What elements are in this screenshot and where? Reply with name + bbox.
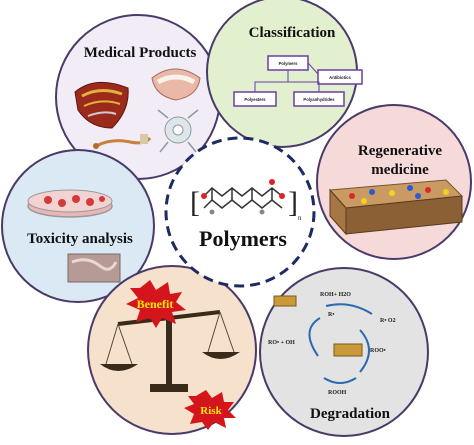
chem-roh: ROH+ H2O [320, 292, 351, 298]
svg-text:Polyesters: Polyesters [244, 97, 266, 102]
dentures-image [151, 68, 201, 101]
catheter-image [93, 134, 152, 149]
heart-vessel-image [74, 81, 129, 129]
svg-text:Antibiotics: Antibiotics [329, 75, 351, 80]
implant-image [157, 109, 199, 153]
polymers-center-bg [164, 136, 316, 288]
chem-ro2: R• O2 [380, 318, 396, 324]
petri-dish-image [27, 189, 113, 218]
chem-rooh: ROOH [328, 390, 347, 396]
risk-badge: Risk [184, 390, 236, 430]
medical-products-circle: Medical Products [55, 14, 221, 180]
risk-label: Risk [200, 405, 222, 417]
regenerative-label-line1: Regenerative [358, 143, 442, 159]
benefit-label: Benefit [137, 297, 174, 311]
scaffold-image [328, 179, 464, 236]
toxicity-circle: Toxicity analysis [1, 149, 155, 303]
svg-text:]: ] [288, 186, 298, 219]
tissue-image [67, 253, 121, 283]
classification-label: Classification [249, 25, 336, 41]
svg-text:Polyanhydrides: Polyanhydrides [303, 97, 335, 102]
benefit-badge: Benefit [126, 280, 186, 328]
polymer-structure-icon: [ ] [190, 179, 298, 219]
toxicity-label: Toxicity analysis [27, 231, 133, 247]
polymers-center: [ ] Polymers n [164, 136, 316, 288]
svg-text:[: [ [190, 186, 200, 219]
polymer-subscript: n [298, 214, 302, 222]
polymers-label: Polymers [199, 226, 287, 251]
chem-rdot: R• [328, 312, 334, 318]
medical-products-label: Medical Products [84, 45, 197, 61]
svg-text:Polymers: Polymers [279, 61, 299, 66]
regenerative-circle: Regenerative medicine [316, 104, 472, 260]
regenerative-label-line2: medicine [371, 162, 429, 178]
degradation-circle: ROH+ H2O R• R• O2 RO• + OH ROO• ROOH Deg… [259, 267, 429, 437]
chem-roo: ROO• [370, 348, 386, 354]
classification-tree: Polymers Antibiotics Polyesters Polyanhy… [233, 55, 363, 107]
degradation-label: Degradation [310, 406, 391, 422]
classification-circle: Classification Polymers Antibiotics Poly… [206, 0, 363, 148]
risk-benefit-circle: Benefit Risk [87, 265, 257, 435]
degradation-cycle: ROH+ H2O R• R• O2 RO• + OH ROO• ROOH [268, 292, 396, 396]
chem-ro-oh: RO• + OH [268, 340, 295, 346]
